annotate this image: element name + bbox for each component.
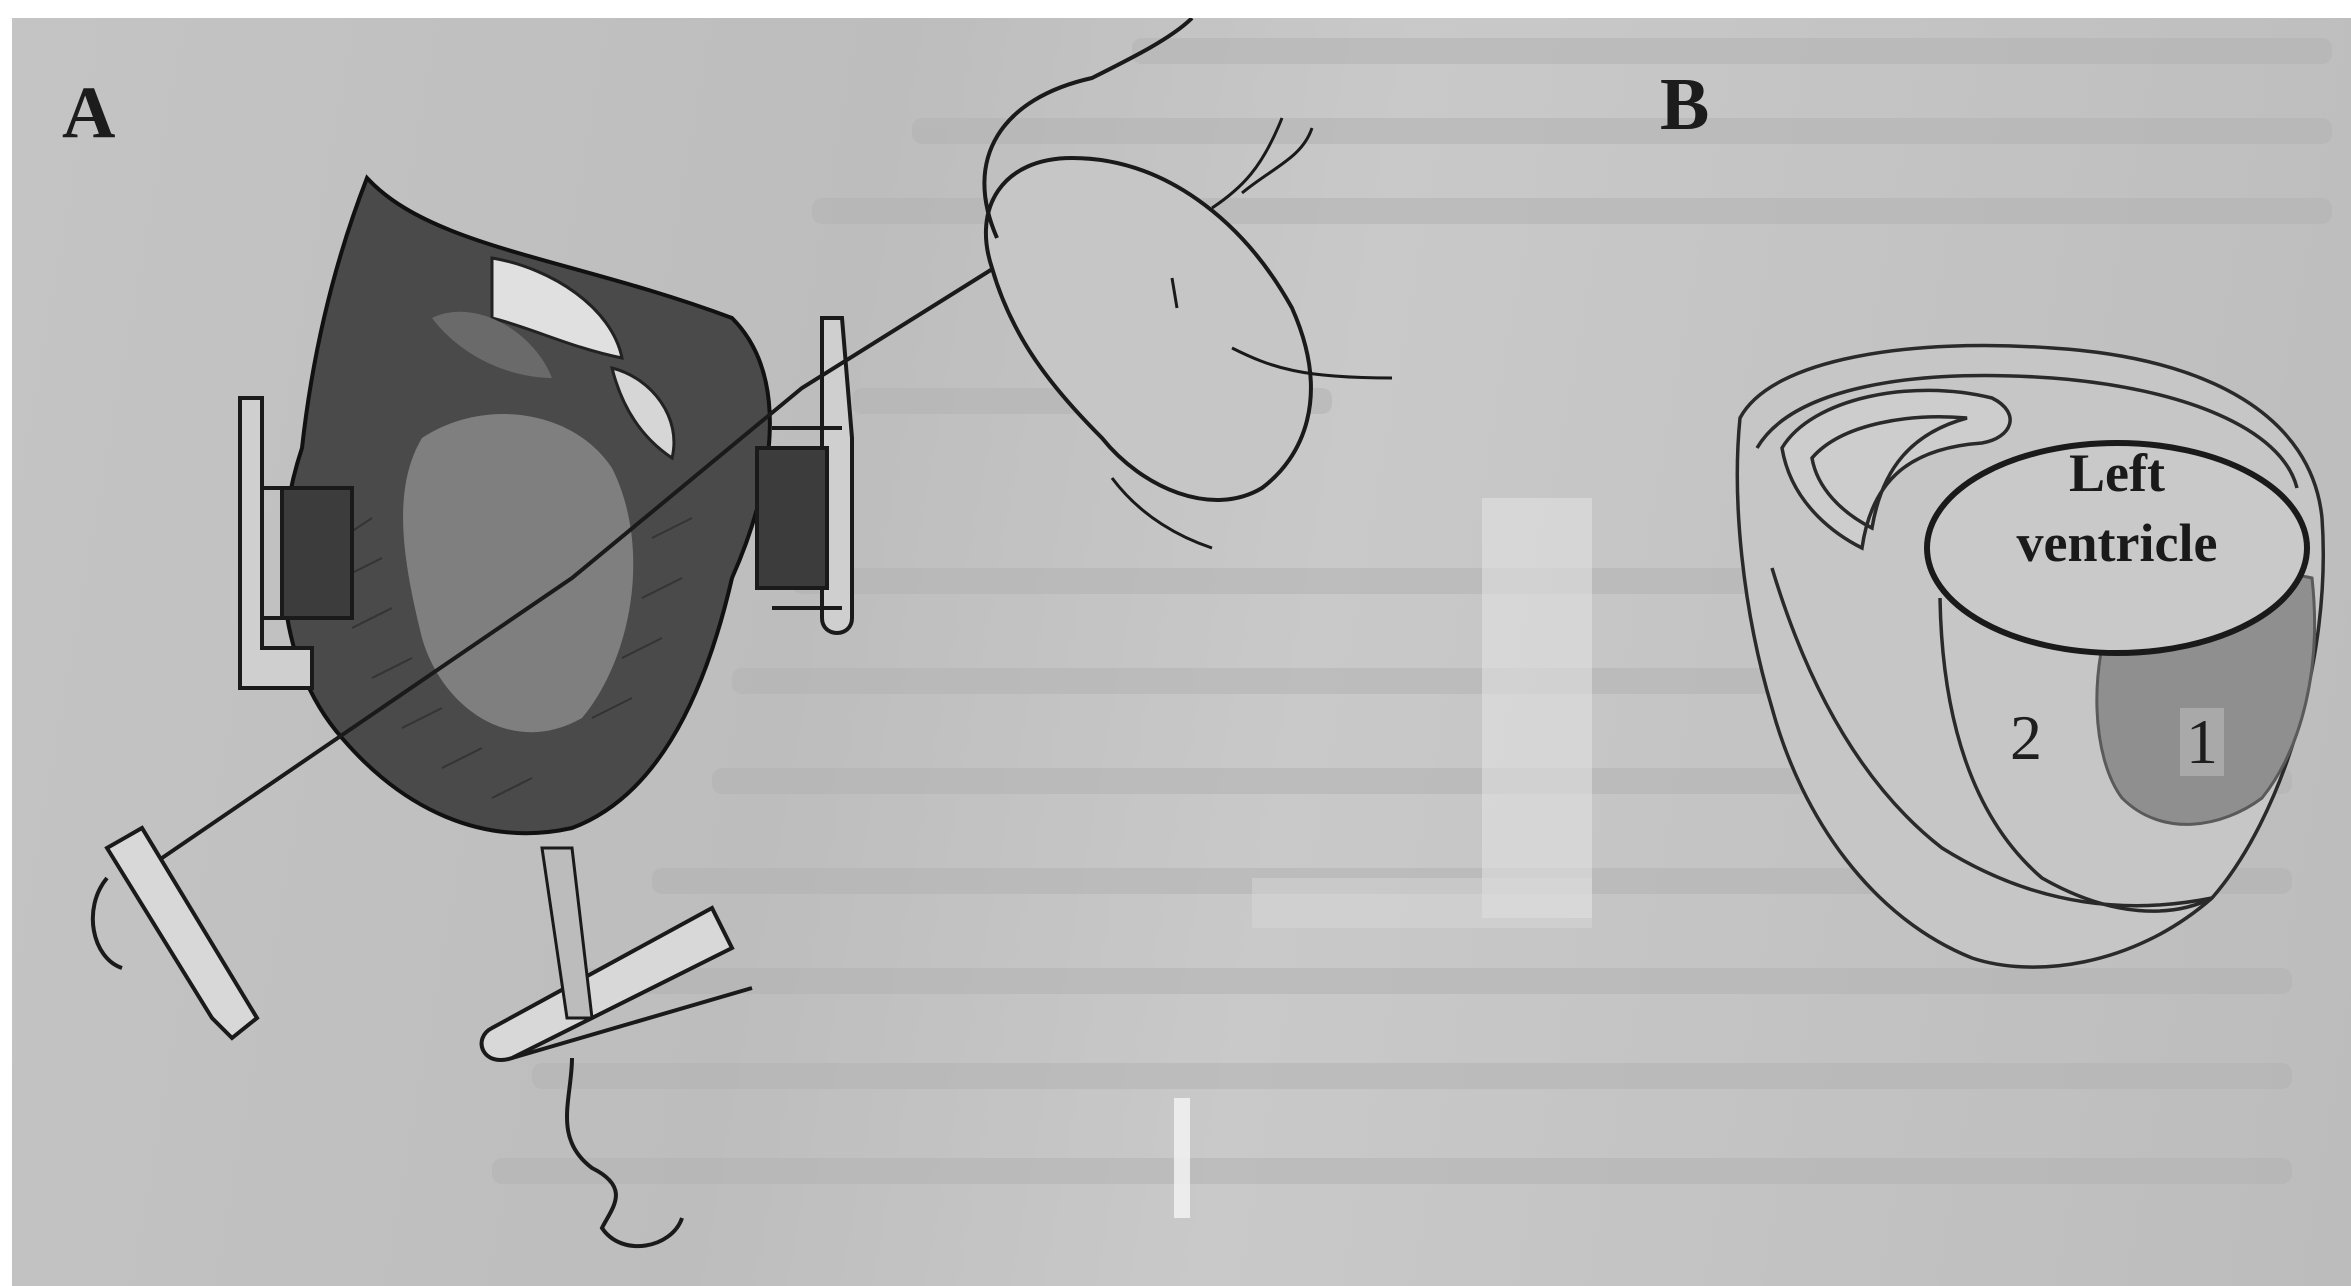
panel-label-b: B: [1660, 68, 1709, 142]
figure-photo: A B Left ventricle 1 2: [12, 18, 2351, 1286]
zone-1-label: 1: [2180, 708, 2224, 776]
panel-label-a: A: [62, 76, 115, 150]
heart-illustration: [93, 18, 1392, 1246]
zone-2-label: 2: [2010, 706, 2042, 770]
left-ventricle-label-line-2: ventricle: [1937, 508, 2297, 578]
left-ventricle-label-line-1: Left: [1937, 438, 2297, 508]
figure-drawing: [12, 18, 2351, 1286]
light-reflection: [1174, 498, 1592, 1218]
left-ventricle-label: Left ventricle: [1937, 438, 2297, 578]
needle-holder: [107, 828, 257, 1038]
